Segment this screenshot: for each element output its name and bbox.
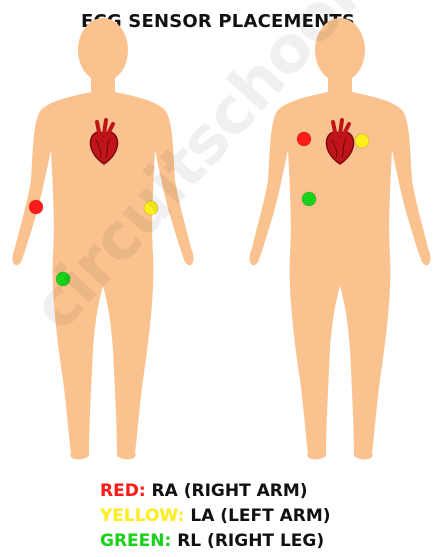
heart-vessel	[331, 120, 337, 134]
heart-vessel	[107, 122, 115, 134]
heart-shape	[325, 131, 355, 165]
legend: RED: RA (RIGHT ARM) YELLOW: LA (LEFT ARM…	[100, 479, 420, 554]
heart-detail	[95, 137, 111, 159]
heart-vessel	[343, 122, 351, 134]
diagram-title: ECG SENSOR PLACEMENTS	[80, 11, 356, 32]
heart-vessel	[95, 120, 101, 134]
legend-row-yellow: YELLOW: LA (LEFT ARM)	[100, 504, 420, 529]
legend-key-red: RED:	[100, 481, 146, 501]
heart-icon	[325, 118, 355, 165]
legend-key-green: GREEN:	[100, 531, 172, 551]
heart-vessel	[102, 118, 108, 136]
heart-shape	[89, 131, 119, 165]
heart-detail	[331, 137, 347, 159]
heart-icon	[89, 118, 119, 165]
electrode-group	[28, 131, 370, 287]
legend-row-green: GREEN: RL (RIGHT LEG)	[100, 529, 420, 554]
legend-text-red: RA (RIGHT ARM)	[145, 481, 308, 501]
heart-vessel	[338, 118, 344, 136]
electrode-rl-left-body	[55, 271, 71, 287]
electrode-rl-right-body	[301, 191, 317, 207]
electrode-la-left-body	[143, 200, 159, 216]
electrode-la-right-body	[354, 133, 370, 149]
legend-key-yellow: YELLOW:	[100, 506, 185, 526]
electrode-ra-right-body	[296, 131, 312, 147]
electrode-ra-left-body	[28, 199, 44, 215]
legend-text-green: RL (RIGHT LEG)	[171, 531, 325, 551]
legend-row-red: RED: RA (RIGHT ARM)	[100, 479, 420, 504]
legend-text-yellow: LA (LEFT ARM)	[184, 506, 331, 526]
